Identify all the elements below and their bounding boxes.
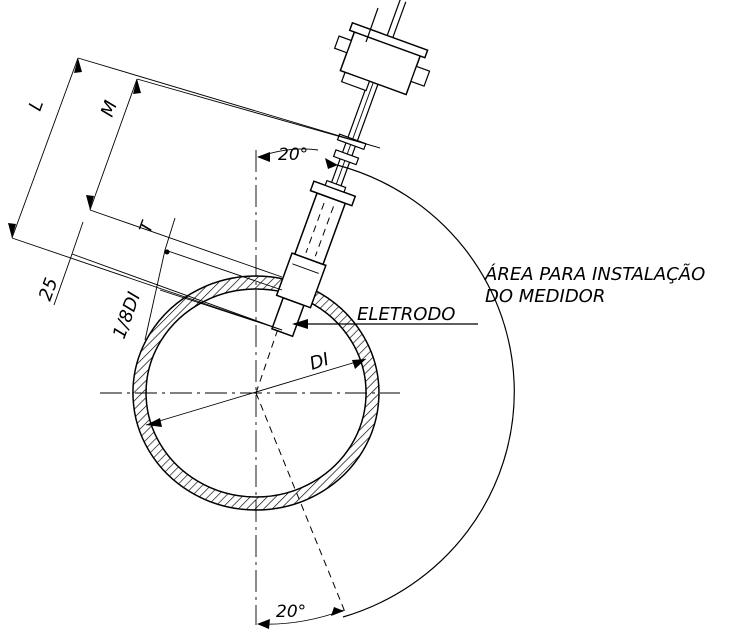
diameter-label: DI: [307, 349, 332, 375]
t-marker-dot: [164, 249, 170, 255]
electrode-arrow: [292, 319, 308, 329]
dimension-m-label: M: [97, 97, 122, 119]
meter-assembly: [270, 0, 431, 338]
cable: [365, 7, 379, 43]
area-label-line1: ÁREA PARA INSTALAÇÃO: [484, 263, 705, 285]
pipe-wall: [132, 275, 380, 511]
arrow-arc-top: [325, 158, 338, 169]
angle-label-bottom: 20°: [276, 602, 306, 622]
arrow-bottom: [257, 619, 270, 629]
diameter-line: [145, 358, 367, 426]
arrow-arc-bottom: [331, 607, 344, 616]
angle-label-top: 20°: [278, 145, 308, 165]
installation-area-arc: [336, 164, 515, 618]
sensor-cylinder: [293, 192, 347, 266]
arrow-top: [257, 152, 270, 162]
electrode-label: ELETRODO: [357, 304, 455, 325]
dimension-t-label: T: [136, 218, 159, 236]
dimension-25-label: 25: [35, 275, 63, 304]
dimension-eighth-di-label: 1/8DI: [109, 289, 145, 341]
lower-axis: [255, 392, 346, 613]
dimension-l-label: L: [25, 97, 48, 114]
area-label-line2: DO MEDIDOR: [485, 286, 605, 307]
dimension-system: [11, 57, 381, 341]
